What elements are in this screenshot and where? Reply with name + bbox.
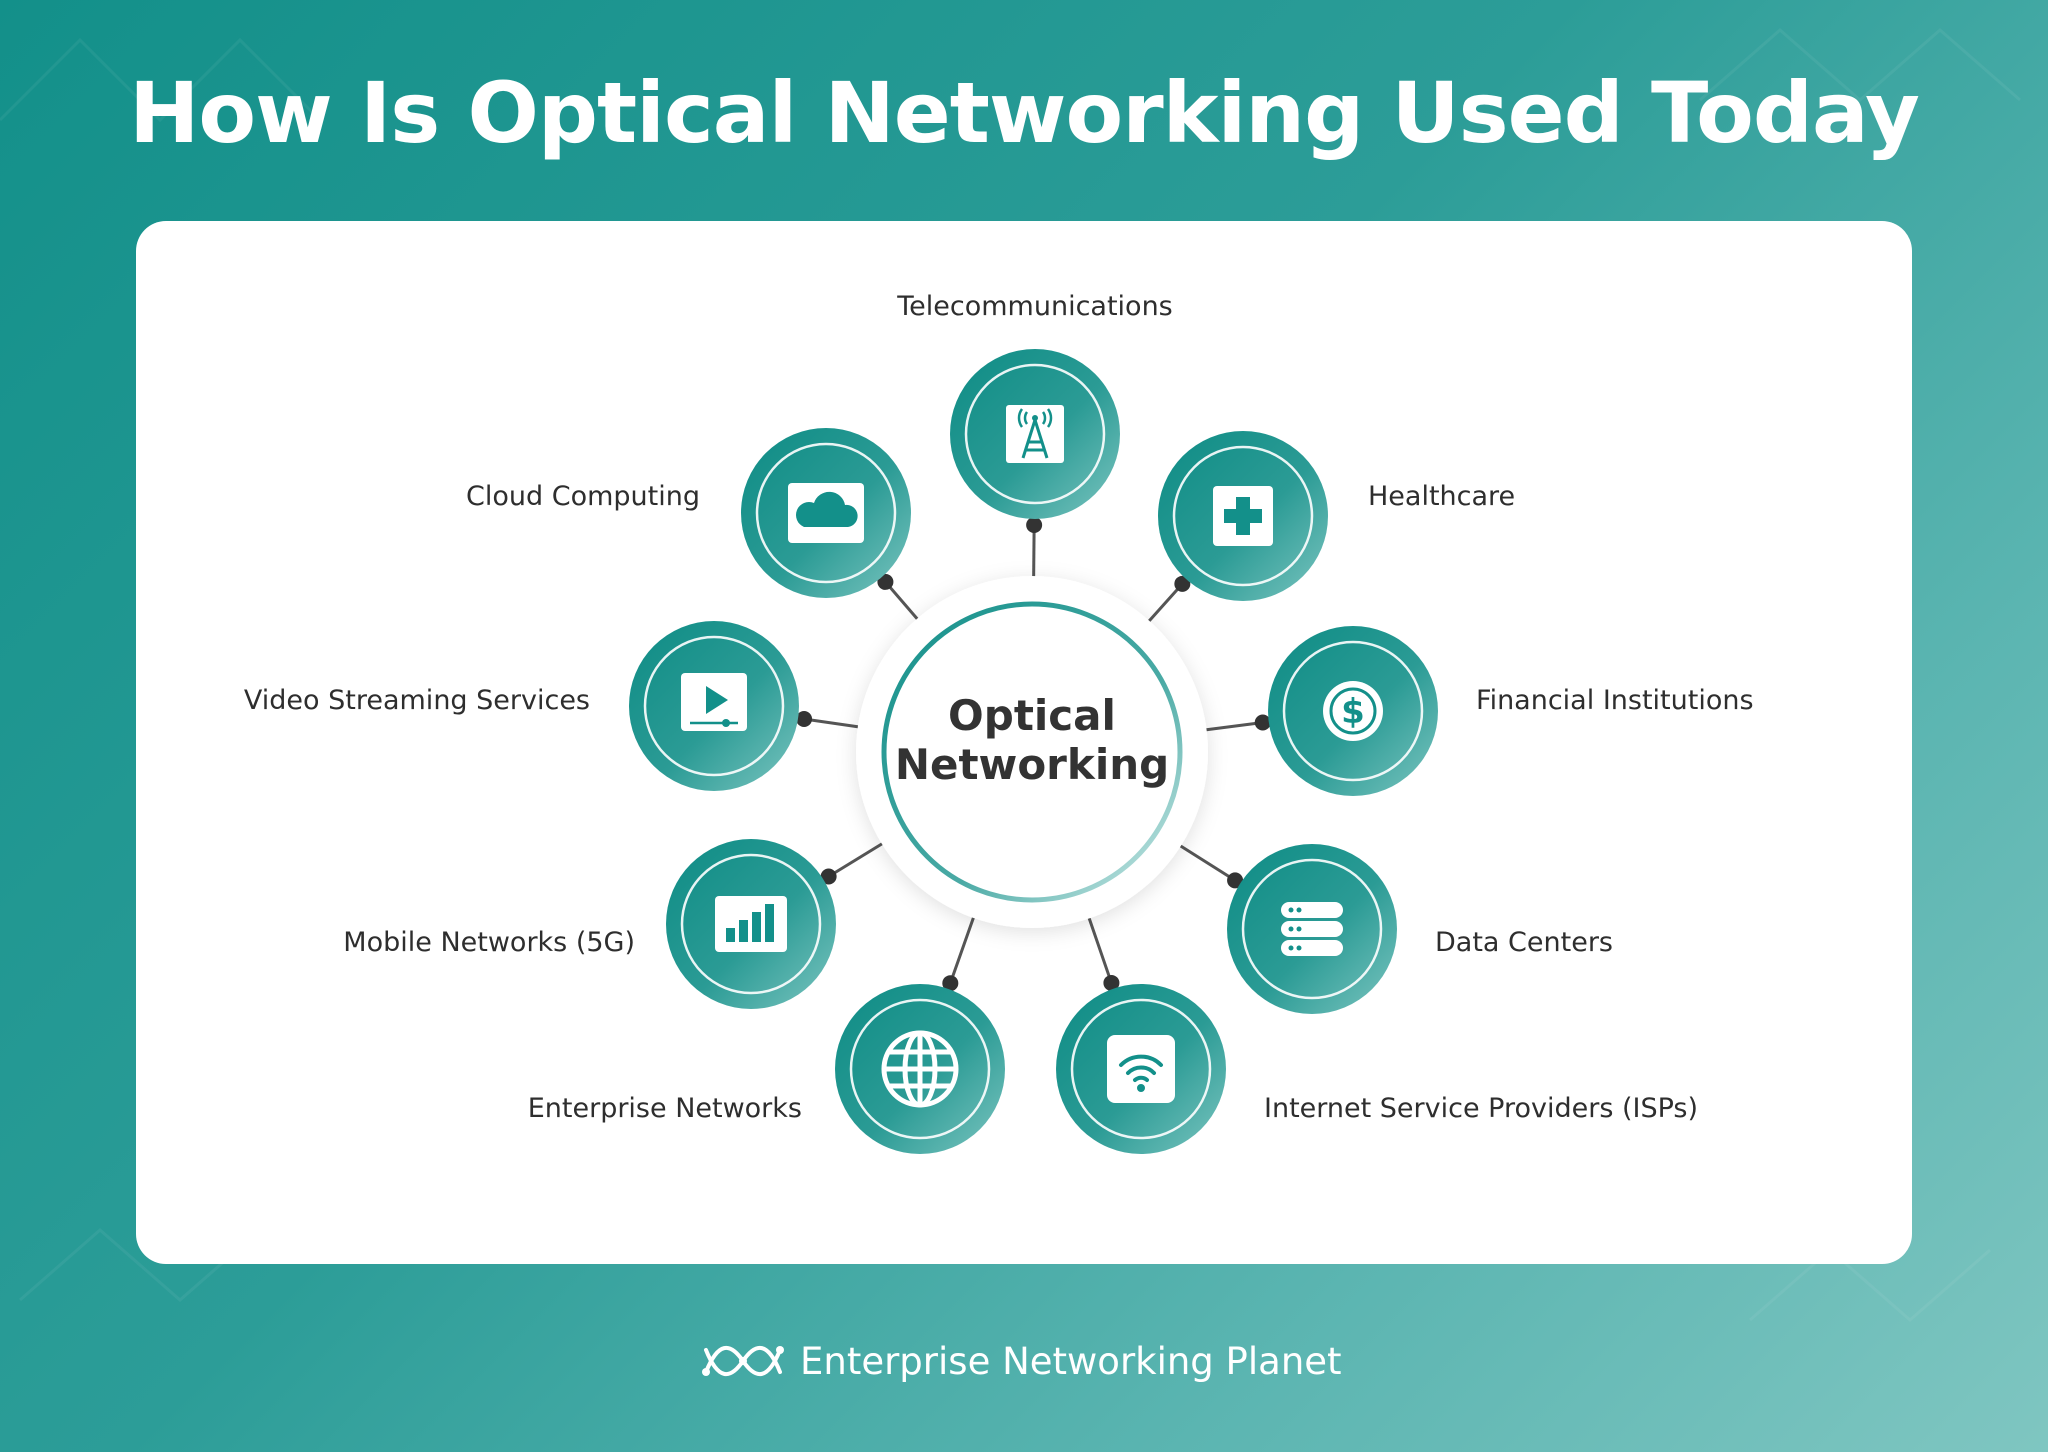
node-label: Financial Institutions (1476, 685, 1754, 716)
node-internet-service-providers-isps (1056, 984, 1226, 1154)
node-label: Healthcare (1368, 481, 1515, 512)
connector-dot (820, 868, 837, 885)
node-cloud-computing (741, 428, 911, 598)
footer-brand: Enterprise Networking Planet (700, 1333, 1342, 1389)
node-data-centers (1227, 844, 1397, 1014)
node-label: Telecommunications (896, 291, 1173, 322)
node-mobile-networks-5g (666, 839, 836, 1009)
svg-text:$: $ (1341, 692, 1365, 732)
node-label: Video Streaming Services (244, 685, 590, 716)
connector-dot (1103, 974, 1120, 991)
node-label: Internet Service Providers (ISPs) (1264, 1093, 1698, 1124)
connector-line (1174, 841, 1236, 882)
connector-dot (1227, 872, 1244, 889)
database-server-icon (1281, 902, 1343, 956)
hub-label-line2: Networking (895, 740, 1169, 789)
signal-bars-icon (715, 896, 787, 952)
connector-dot (1026, 516, 1043, 533)
node-video-streaming-services (629, 621, 799, 791)
connector-dot (1174, 575, 1191, 592)
node-healthcare (1158, 431, 1328, 601)
connector-dot (877, 573, 894, 590)
node-label: Cloud Computing (466, 481, 700, 512)
medical-cross-icon (1213, 486, 1273, 546)
connector-line (1085, 912, 1113, 984)
cloud-icon (788, 483, 864, 543)
node-telecommunications (950, 349, 1120, 519)
node-label: Mobile Networks (5G) (343, 927, 635, 958)
node-enterprise-networks (835, 984, 1005, 1154)
connector-line (884, 580, 923, 625)
connector-line (1032, 524, 1036, 583)
wifi-icon (1107, 1035, 1175, 1103)
node-financial-institutions: $ (1268, 626, 1438, 796)
connector-line (1200, 721, 1263, 732)
page-title: How Is Optical Networking Used Today (129, 64, 1920, 162)
connector-dot (1254, 714, 1271, 731)
connector-line (1144, 582, 1184, 627)
globe-icon (881, 1030, 959, 1108)
connector-dot (942, 975, 959, 992)
connector-dot (796, 711, 813, 728)
connector-line (948, 911, 977, 984)
hub: Optical Networking (856, 576, 1208, 928)
node-label: Data Centers (1435, 927, 1613, 958)
dollar-coin-icon: $ (1323, 681, 1383, 741)
video-play-icon (681, 673, 747, 731)
connector-line (827, 839, 888, 878)
footer-brand-text: Enterprise Networking Planet (800, 1339, 1342, 1383)
hub-label-line1: Optical (948, 691, 1116, 740)
enterprise-networking-planet-logo-icon (702, 1345, 784, 1377)
connector-line (803, 717, 864, 730)
cell-tower-icon (1006, 405, 1064, 463)
node-label: Enterprise Networks (528, 1093, 802, 1124)
